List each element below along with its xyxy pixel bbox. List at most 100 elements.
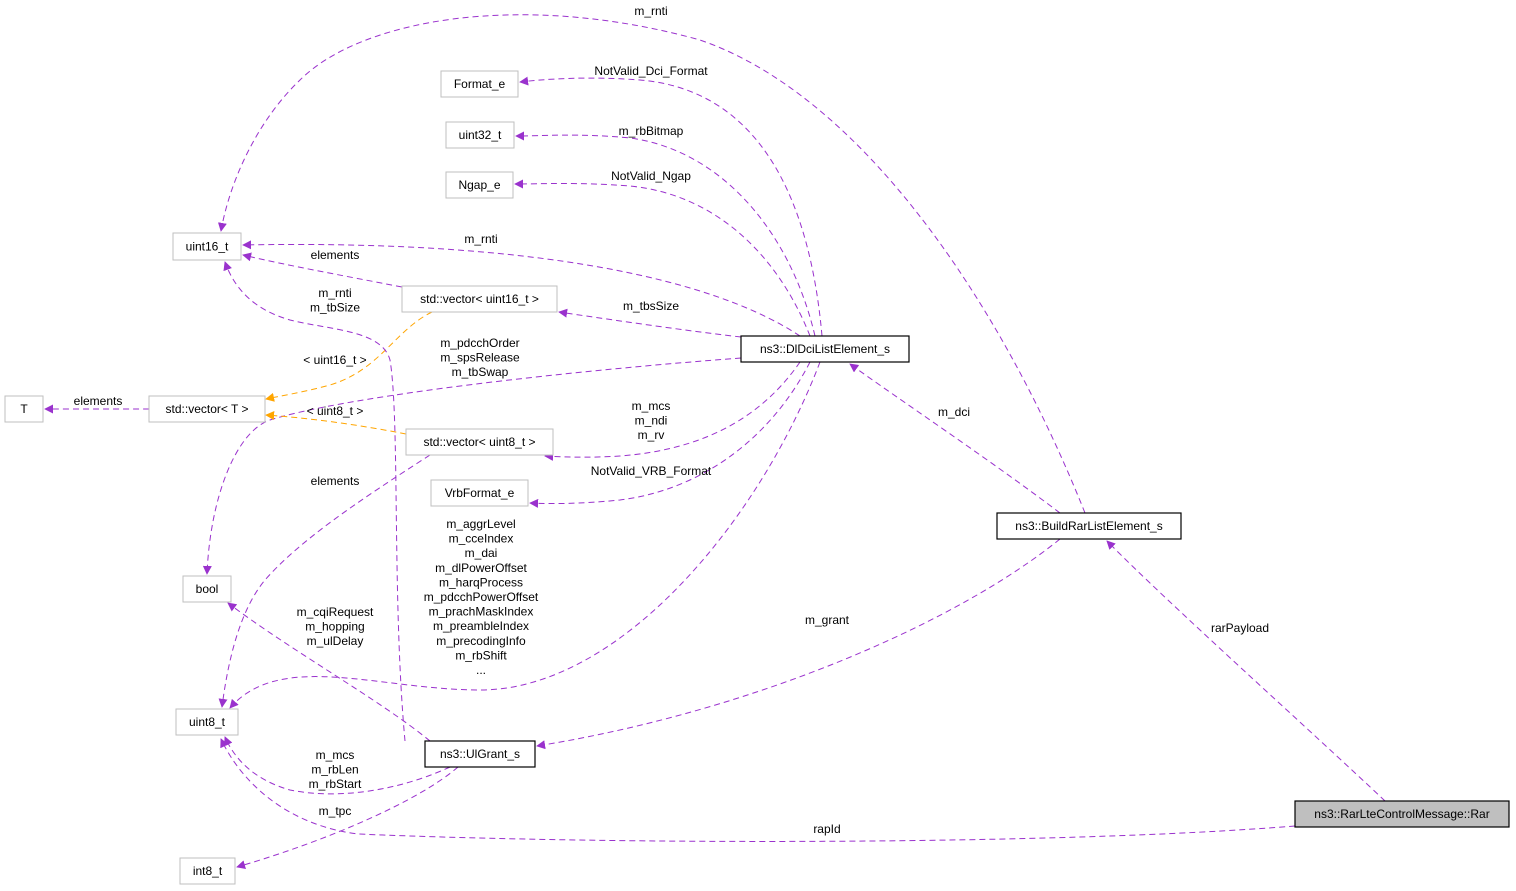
edge-label: m_hopping	[305, 620, 364, 634]
edge-label: m_prachMaskIndex	[429, 605, 534, 619]
edge-label: rarPayload	[1211, 621, 1269, 635]
node-dldci[interactable]: ns3::DlDciListElement_s	[740, 335, 910, 363]
node-buildrar[interactable]: ns3::BuildRarListElement_s	[996, 512, 1182, 540]
edge-vec8-to-uint8	[218, 454, 431, 708]
edge-labels-layer: rarPayloadrapIdm_rntim_dcim_grantNotVali…	[74, 4, 1269, 836]
node-uint32-t[interactable]: uint32_t	[445, 121, 515, 149]
node-label: ns3::DlDciListElement_s	[760, 342, 890, 356]
node-box	[996, 512, 1182, 540]
edge-label: m_mcs	[632, 399, 671, 413]
node-vrbformat-e[interactable]: VrbFormat_e	[430, 479, 529, 507]
edge-label: < uint8_t >	[307, 404, 364, 418]
edges-layer	[44, 14, 1386, 870]
edge-label: m_cqiRequest	[297, 605, 374, 619]
node-label: VrbFormat_e	[445, 486, 515, 500]
node-box	[1294, 800, 1510, 828]
node-label: uint32_t	[459, 128, 502, 142]
edge-label: m_tbSwap	[452, 365, 509, 379]
edge-dldci-to-vec8	[544, 361, 801, 461]
node-ngap-e[interactable]: Ngap_e	[445, 171, 514, 199]
edge-label: m_rbLen	[311, 763, 358, 777]
node-vector-uint16[interactable]: std::vector< uint16_t >	[401, 285, 558, 313]
edge-label: m_pdcchPowerOffset	[424, 590, 539, 604]
edge-vec16-to-uint16	[242, 252, 403, 288]
node-box	[445, 121, 515, 149]
edge-buildrar-to-uint16	[217, 14, 1086, 514]
node-box	[148, 395, 266, 423]
edge-label: m_rnti	[634, 4, 667, 18]
node-uint8-t[interactable]: uint8_t	[175, 708, 239, 736]
edge-ulgrant-to-int8	[236, 766, 459, 870]
node-box	[445, 171, 514, 199]
node-label: uint8_t	[189, 715, 226, 729]
nodes-layer: Format_euint32_tNgap_euint16_tstd::vecto…	[4, 70, 1510, 885]
node-uint16-t[interactable]: uint16_t	[172, 232, 242, 261]
edge-rar-to-buildrar	[1106, 540, 1386, 802]
edge-label: NotValid_VRB_Format	[591, 464, 712, 478]
edge-label: NotValid_Ngap	[611, 169, 691, 183]
edge-label: m_tbSize	[310, 301, 360, 315]
edge-label: m_grant	[805, 613, 850, 627]
node-label: uint16_t	[186, 240, 229, 254]
edge-label: ...	[476, 663, 486, 677]
edge-ulgrant-to-uint16	[223, 261, 406, 742]
node-label: Ngap_e	[458, 178, 500, 192]
edge-dldci-to-uint8	[229, 361, 821, 709]
node-vector-uint8[interactable]: std::vector< uint8_t >	[405, 428, 554, 456]
edge-label: < uint16_t >	[303, 353, 366, 367]
node-label: Format_e	[454, 77, 506, 91]
edge-label: NotValid_Dci_Format	[594, 64, 708, 78]
edge-label: m_spsRelease	[440, 351, 520, 365]
edge-label: m_ulDelay	[307, 634, 364, 648]
edge-label: m_rbShift	[455, 648, 507, 662]
edge-dldci-to-vrb	[529, 361, 811, 508]
node-box	[172, 232, 242, 261]
node-label: ns3::RarLteControlMessage::Rar	[1314, 807, 1489, 821]
edge-label: m_preambleIndex	[433, 619, 529, 633]
edge-dldci-to-vec16	[558, 308, 742, 338]
edge-label: elements	[74, 394, 123, 408]
node-box	[175, 708, 239, 736]
edge-label: m_mcs	[316, 748, 355, 762]
node-t[interactable]: T	[4, 395, 44, 423]
edge-label: m_aggrLevel	[446, 517, 515, 531]
edge-label: m_cceIndex	[449, 532, 514, 546]
edge-label: m_rnti	[318, 286, 351, 300]
edge-dldci-to-bool	[202, 357, 742, 575]
edge-rar-to-uint8	[220, 738, 1296, 842]
node-label: ns3::BuildRarListElement_s	[1015, 519, 1162, 533]
node-bool[interactable]: bool	[182, 575, 232, 603]
node-label: ns3::UlGrant_s	[440, 747, 520, 761]
edge-buildrar-to-dldci	[849, 363, 1061, 514]
node-int8-t[interactable]: int8_t	[179, 857, 236, 885]
node-format-e[interactable]: Format_e	[440, 70, 519, 98]
edge-label: m_tbsSize	[623, 299, 679, 313]
edge-label: rapId	[813, 822, 840, 836]
edge-buildrar-to-ulgrant	[536, 538, 1061, 750]
node-box	[440, 70, 519, 98]
edge-label: m_ndi	[635, 414, 668, 428]
node-label: T	[20, 402, 28, 416]
edge-label: m_tpc	[319, 804, 352, 818]
edge-dldci-to-format	[519, 76, 823, 337]
edge-label: m_rv	[638, 428, 665, 442]
edge-label: elements	[311, 248, 360, 262]
edge-label: elements	[311, 474, 360, 488]
edge-label: m_harqProcess	[439, 575, 523, 589]
node-label: std::vector< uint8_t >	[423, 435, 535, 449]
edge-vec8-to-vect	[265, 411, 407, 435]
node-box	[182, 575, 232, 603]
node-label: int8_t	[193, 864, 223, 878]
node-rar[interactable]: ns3::RarLteControlMessage::Rar	[1294, 800, 1510, 828]
node-label: std::vector< uint16_t >	[420, 292, 539, 306]
edge-label: m_rnti	[464, 232, 497, 246]
edge-label: m_dai	[465, 546, 498, 560]
edge-label: m_dlPowerOffset	[435, 561, 527, 575]
edge-ulgrant-to-uint8	[224, 736, 451, 795]
edge-dldci-to-ngap	[514, 179, 811, 337]
node-box	[401, 285, 558, 313]
node-vector-t[interactable]: std::vector< T >	[148, 395, 266, 423]
node-ulgrant[interactable]: ns3::UlGrant_s	[424, 740, 536, 768]
node-box	[430, 479, 529, 507]
